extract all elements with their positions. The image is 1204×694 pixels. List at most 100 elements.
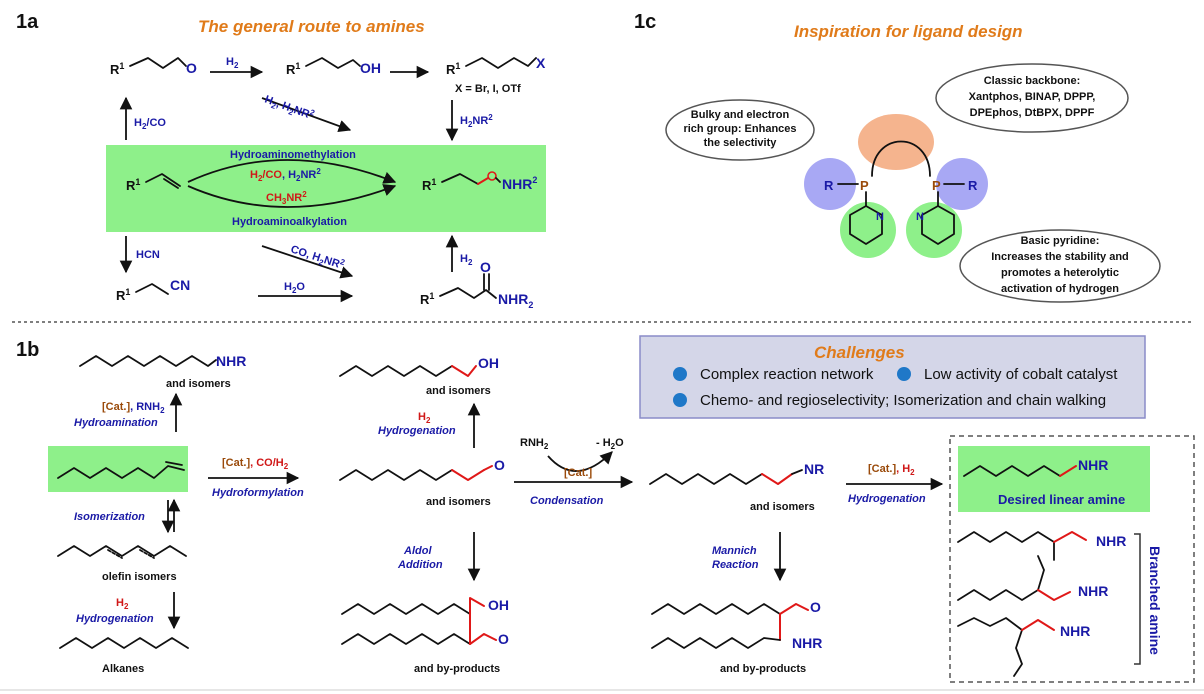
aldol-line-2: Addition <box>397 559 443 571</box>
bubble-bulky-line-1: Bulky and electron <box>691 109 790 121</box>
arrow-aminocarbonylation <box>261 245 354 279</box>
branched-chain-3 <box>957 617 1023 631</box>
branched-nhr-3: NHR <box>1060 623 1090 639</box>
mannich-nhr: NHR <box>792 635 822 651</box>
aldol-o: O <box>498 631 509 647</box>
alcohol-1a: R1 OH <box>286 57 381 77</box>
r-right: R <box>968 178 978 193</box>
amide-1a: R1 O NHR2 <box>420 259 533 310</box>
olefin-isomer-dash-2 <box>139 549 155 559</box>
imine-chain <box>649 473 763 485</box>
arrow-hydroaminoalkylation <box>187 184 397 208</box>
aldehyde-new-bond <box>451 469 485 481</box>
panel-label-1c: 1c <box>634 11 656 33</box>
cat-co-h2-label: [Cat.], CO/H2 <box>222 457 289 471</box>
n-left: N <box>876 211 884 223</box>
desired-amine-chain <box>963 465 1061 477</box>
r1-label: R1 <box>446 61 460 77</box>
r1-label: R1 <box>422 177 436 193</box>
bubble-backbone <box>935 63 1129 133</box>
olefin-isomer-chain <box>57 545 187 557</box>
r1-label: R1 <box>420 291 434 307</box>
mannich-chain-2 <box>651 637 781 649</box>
cat-h2-label: [Cat.], H2 <box>868 463 915 477</box>
ligand-structure: R P P R N N <box>804 114 988 258</box>
mannich-line-2: Reaction <box>712 559 759 571</box>
pyridine-ring-left <box>849 205 883 245</box>
imine-new-bond <box>761 473 793 485</box>
arrow-hydroaminomethylation <box>187 159 397 184</box>
condensation-curve <box>547 451 613 472</box>
olefin-isomer-dash-1 <box>107 549 123 559</box>
branched-amine-label: Branched amine <box>1147 546 1163 655</box>
cat-rnh2-label: [Cat.], RNH2 <box>102 401 165 415</box>
bubble-pyridine <box>959 229 1161 303</box>
h2-label: H2 <box>226 56 239 70</box>
amine-chain-hydroamination <box>79 355 217 367</box>
imine-nr: NR <box>804 461 824 477</box>
amine-product-1a: R1 NHR2 <box>422 171 537 193</box>
pyridine-left-highlight <box>840 202 896 258</box>
and-isomers-2: and isomers <box>426 385 491 397</box>
hydroaminoalkylation-conditions: CH3NR2 <box>266 190 307 206</box>
branched-nhr-1: NHR <box>1096 533 1126 549</box>
aldol-oh-bond <box>469 597 485 615</box>
backbone-arc <box>871 140 931 177</box>
bubble-backbone-line-3: DPEphos, DtBPX, DPPF <box>970 107 1095 119</box>
octene-highlight-box <box>48 446 188 492</box>
halide-x: X <box>536 55 546 71</box>
olefin-double-bond <box>163 178 179 189</box>
pyridine-right-highlight <box>906 202 962 258</box>
alkyl-halide-1a: R1 X X = Br, I, OTf <box>446 55 546 95</box>
desired-amine-box <box>958 446 1150 512</box>
h2o-label: H2O <box>284 281 305 295</box>
bubble-pyridine-line-2: Increases the stability and <box>991 251 1129 263</box>
desired-amine-label: Desired linear amine <box>998 492 1125 507</box>
challenges-box <box>639 335 1146 419</box>
new-carbon-marker <box>487 171 497 181</box>
aldol-oh: OH <box>488 597 509 613</box>
h2-olefin-label: H2 <box>116 597 129 611</box>
aldehyde-1a: R1 O <box>110 57 197 77</box>
and-isomers-1: and isomers <box>166 378 231 390</box>
bubble-bulky-line-3: the selectivity <box>704 137 778 149</box>
r-group-left-highlight <box>804 158 856 210</box>
challenge-bullet-2 <box>897 367 911 381</box>
cat-condensation: [Cat.] <box>564 467 592 479</box>
amide-chain <box>439 287 497 299</box>
hydroaminoalkylation-label: Hydroaminoalkylation <box>232 216 347 228</box>
branched-chain-2 <box>957 589 1039 601</box>
aldehyde-o-1b: O <box>494 457 505 473</box>
branched-ethyl-2 <box>1037 555 1045 591</box>
and-isomers-3: and isomers <box>426 496 491 508</box>
nitrile-cn: CN <box>170 277 190 293</box>
challenge-item-2: Low activity of cobalt catalyst <box>924 366 1118 383</box>
x-definition: X = Br, I, OTf <box>455 83 521 95</box>
r1-label: R1 <box>286 61 300 77</box>
arrow-reductive-amination <box>261 97 352 133</box>
panel-label-1a: 1a <box>16 11 39 33</box>
h2nr2-label: H2NR2 <box>460 113 493 129</box>
alcohol-oh: OH <box>360 60 381 76</box>
n-right: N <box>916 211 924 223</box>
challenges-title: Challenges <box>814 343 905 362</box>
ligand-title: Inspiration for ligand design <box>794 22 1023 41</box>
alcohol-new-bond <box>451 365 477 377</box>
alkane-chain <box>59 637 189 649</box>
hydrogenation-label-2: Hydrogenation <box>378 425 456 437</box>
hcn-label: HCN <box>136 249 160 261</box>
imine-cn-bond <box>791 469 803 475</box>
h2-h2nr2-label: H2, H2NR2 <box>262 92 316 125</box>
branched-new-bond-2 <box>1037 589 1071 601</box>
r1-label: R1 <box>126 177 140 193</box>
pyridine-ring-right <box>921 205 955 245</box>
bubble-backbone-line-2: Xantphos, BINAP, DPPP, <box>969 91 1096 103</box>
desired-amine-new-bond <box>1059 465 1077 477</box>
and-isomers-4: and isomers <box>750 501 815 513</box>
challenge-bullet-1 <box>673 367 687 381</box>
aldehyde-o: O <box>186 60 197 76</box>
branched-new-bond-1 <box>1053 531 1087 543</box>
amide-nhr2: NHR2 <box>498 291 533 310</box>
p-right: P <box>932 178 941 193</box>
